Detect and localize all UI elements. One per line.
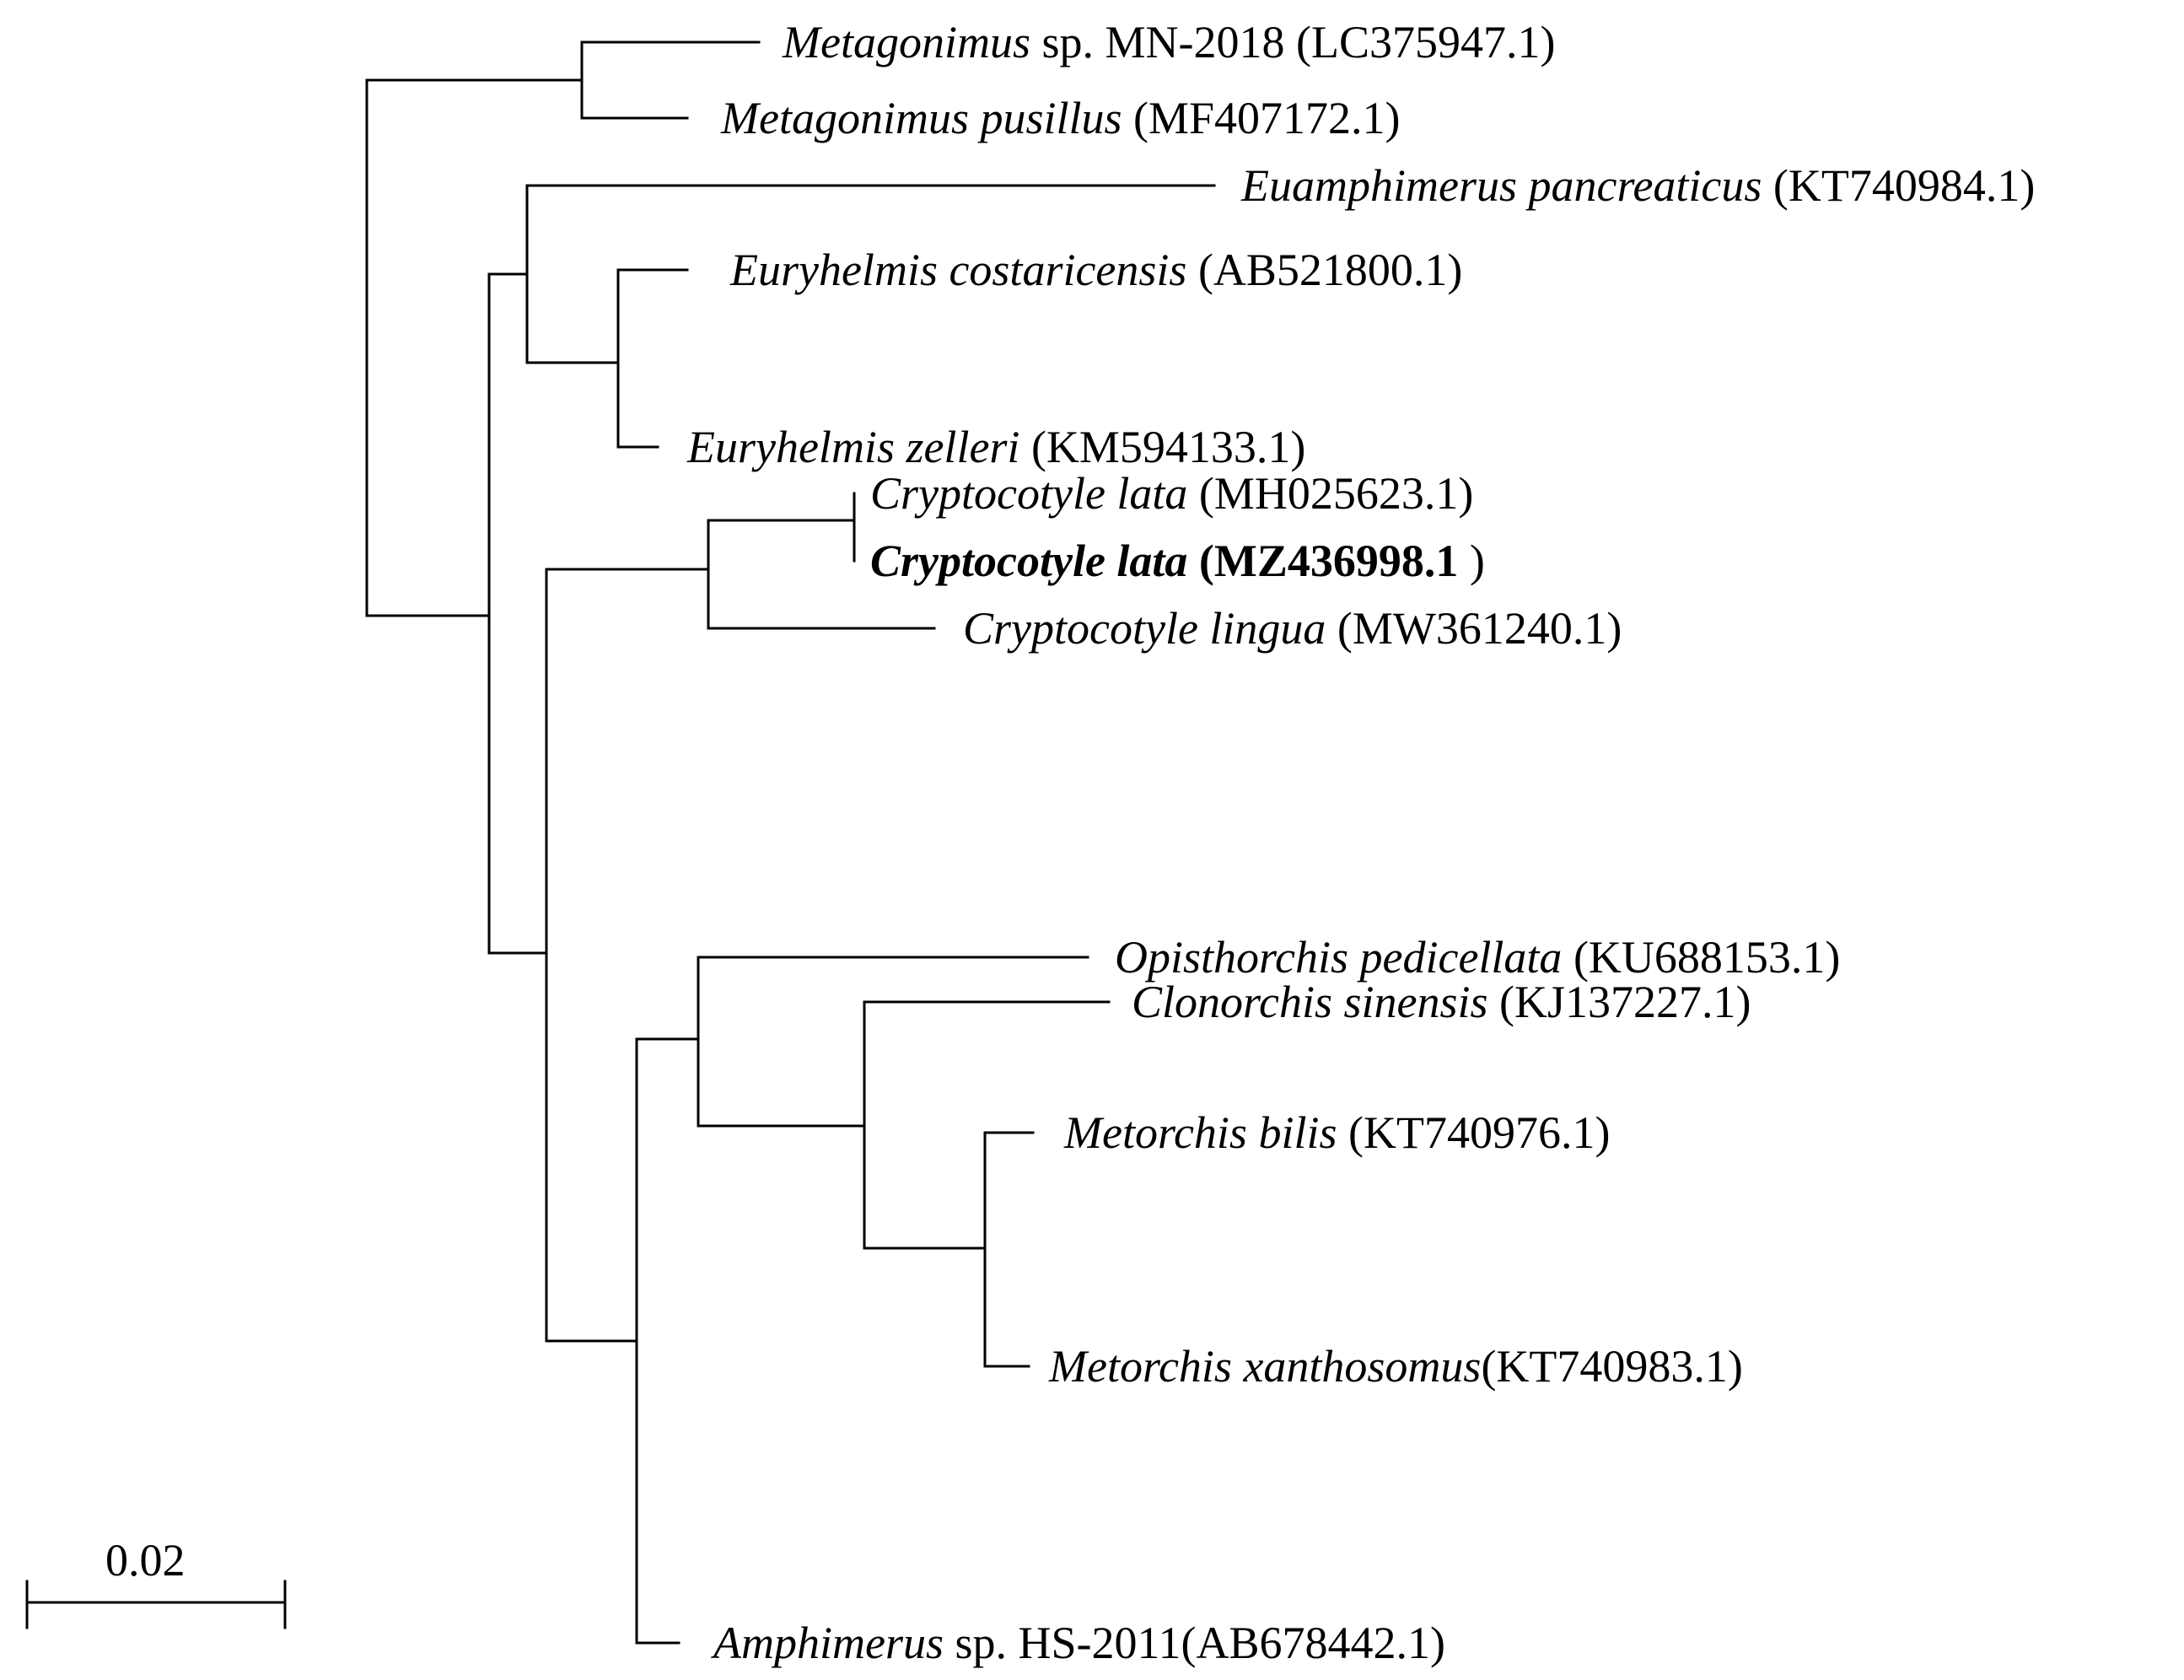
taxon-label-t12: Metorchis xanthosomus(KT740983.1)	[1048, 1341, 1743, 1392]
taxon-label-t6: Cryptocotyle lata (MH025623.1)	[870, 468, 1473, 519]
taxon-label-t7: Cryptocotyle lata (MZ436998.1 )	[870, 536, 1485, 586]
taxon-label-t11: Metorchis bilis (KT740976.1)	[1063, 1107, 1610, 1158]
scale-bar: 0.02	[25, 1535, 287, 1629]
taxon-label-t8: Cryptocotyle lingua (MW361240.1)	[963, 603, 1622, 654]
taxon-labels: Metagonimus sp. MN-2018 (LC375947.1) Met…	[686, 17, 2035, 1668]
taxon-label-t4: Euryhelmis costaricensis (AB521800.1)	[729, 245, 1462, 295]
taxon-label-t1: Metagonimus sp. MN-2018 (LC375947.1)	[782, 17, 1555, 67]
taxon-label-t2: Metagonimus pusillus (MF407172.1)	[720, 93, 1401, 143]
taxon-label-t3: Euamphimerus pancreaticus (KT740984.1)	[1240, 160, 2035, 211]
taxon-label-t13: Amphimerus sp. HS-2011(AB678442.1)	[711, 1618, 1445, 1668]
taxon-label-t5: Euryhelmis zelleri (KM594133.1)	[686, 422, 1305, 472]
tree-branches	[365, 40, 1216, 1645]
taxon-label-t10: Clonorchis sinensis (KJ137227.1)	[1132, 977, 1751, 1027]
scale-bar-label: 0.02	[105, 1535, 186, 1586]
taxon-label-t9: Opisthorchis pedicellata (KU688153.1)	[1115, 932, 1840, 983]
